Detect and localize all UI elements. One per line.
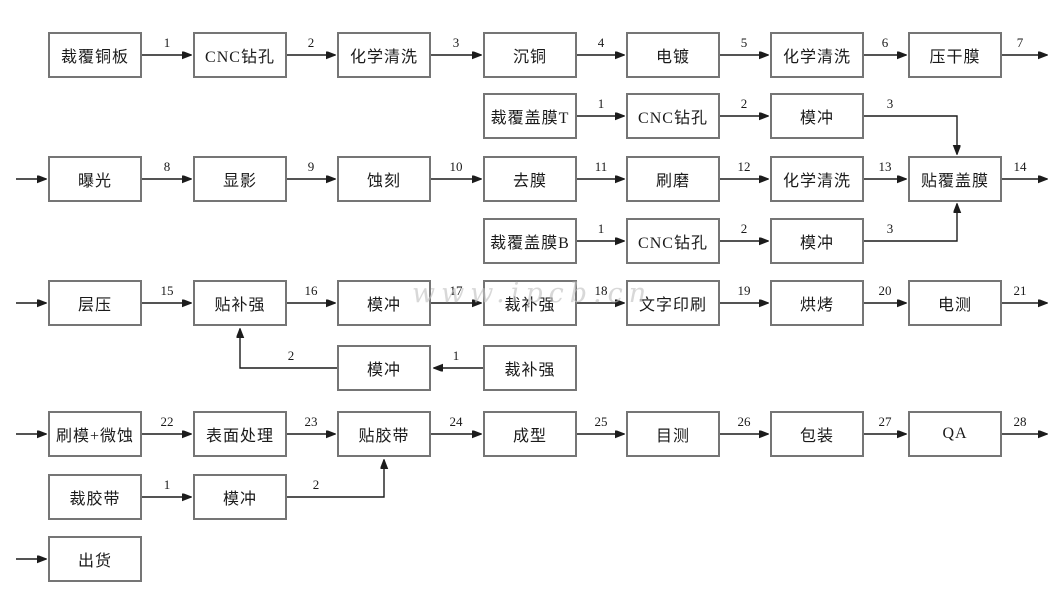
edge-label: 8 [163,159,171,174]
node-electroplate: 电镀 [626,32,720,78]
node-packing: 包装 [770,411,864,457]
edge-label: 10 [449,159,463,174]
node-copper-deposit: 沉铜 [483,32,577,78]
edge-label: 22 [160,414,174,429]
node-e-test: 电测 [908,280,1002,326]
edge-label: 28 [1013,414,1027,429]
edge-label: 11 [594,159,608,174]
node-develop: 显影 [193,156,287,202]
node-ship: 出货 [48,536,142,582]
edge-label: 1 [597,221,605,236]
edge-label: 17 [449,283,463,298]
node-laminate-coverlay: 贴覆盖膜 [908,156,1002,202]
node-dry-film-press: 压干膜 [908,32,1002,78]
node-strip-film: 去膜 [483,156,577,202]
node-legend-print: 文字印刷 [626,280,720,326]
node-etch: 蚀刻 [337,156,431,202]
edge-label: 5 [740,35,748,50]
node-punch-4: 模冲 [337,345,431,391]
edge-label: 14 [1013,159,1027,174]
edge-label: 19 [737,283,751,298]
edge-label: 26 [737,414,751,429]
edge-label: 12 [737,159,751,174]
edge-label: 27 [878,414,892,429]
node-cut-coverlay-b: 裁覆盖膜B [483,218,577,264]
edge-label: 25 [594,414,608,429]
node-punch-1: 模冲 [770,93,864,139]
node-cut-copper-clad: 裁覆铜板 [48,32,142,78]
edge-label: 2 [287,348,295,363]
edge-label: 3 [452,35,460,50]
edge-label: 24 [449,414,463,429]
node-punch-2: 模冲 [770,218,864,264]
edge-label: 7 [1016,35,1024,50]
node-brush-microetch: 刷模+微蚀 [48,411,142,457]
edge-label: 1 [163,477,171,492]
edge-label: 23 [304,414,318,429]
edge-label: 1 [452,348,460,363]
edge-label: 1 [597,96,605,111]
node-surface-finish: 表面处理 [193,411,287,457]
node-qa: QA [908,411,1002,457]
node-cut-tape: 裁胶带 [48,474,142,520]
node-cut-coverlay-t: 裁覆盖膜T [483,93,577,139]
edge-label: 15 [160,283,174,298]
edge-label: 16 [304,283,318,298]
node-expose: 曝光 [48,156,142,202]
edge-label: 18 [594,283,608,298]
node-chem-clean-1: 化学清洗 [337,32,431,78]
node-bake: 烘烤 [770,280,864,326]
edge-label: 2 [740,221,748,236]
edge-label: 9 [307,159,315,174]
edge-label: 3 [886,221,894,236]
node-punch-3: 模冲 [337,280,431,326]
node-brush-grind: 刷磨 [626,156,720,202]
edge-label: 6 [881,35,889,50]
edge-label: 2 [312,477,320,492]
node-chem-clean-3: 化学清洗 [770,156,864,202]
node-cut-stiffener-1: 裁补强 [483,280,577,326]
edge-label: 13 [878,159,892,174]
node-apply-tape: 贴胶带 [337,411,431,457]
node-cnc-drill-3: CNC钻孔 [626,218,720,264]
edge-label: 2 [740,96,748,111]
node-chem-clean-2: 化学清洗 [770,32,864,78]
node-press-laminate: 层压 [48,280,142,326]
node-cut-stiffener-2: 裁补强 [483,345,577,391]
node-cnc-drill-1: CNC钻孔 [193,32,287,78]
edge-label: 2 [307,35,315,50]
node-cnc-drill-2: CNC钻孔 [626,93,720,139]
edge-label: 21 [1013,283,1027,298]
edge-label: 3 [886,96,894,111]
node-visual-inspect: 目测 [626,411,720,457]
node-attach-stiffener: 贴补强 [193,280,287,326]
edge-label: 1 [163,35,171,50]
node-punch-5: 模冲 [193,474,287,520]
node-forming: 成型 [483,411,577,457]
edge-label: 20 [878,283,892,298]
edge-label: 4 [597,35,605,50]
